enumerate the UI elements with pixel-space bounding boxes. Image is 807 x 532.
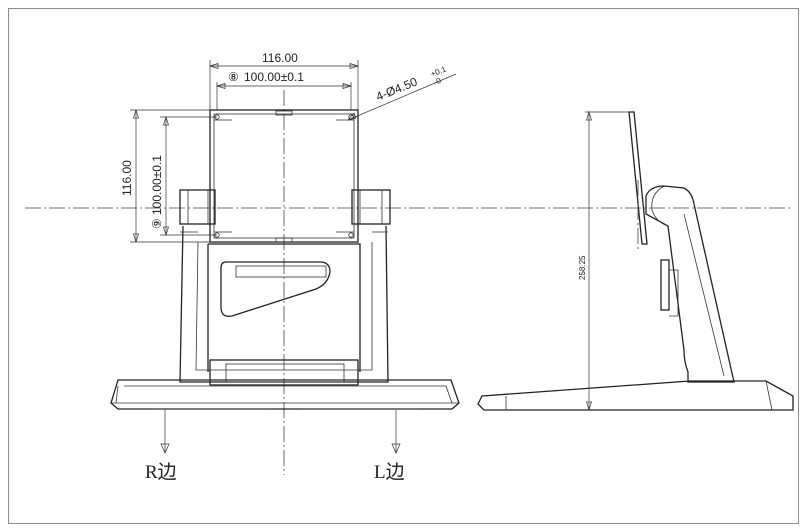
r-side-label: R边 — [145, 461, 177, 483]
hole-tol-lower: -0 — [432, 76, 442, 87]
side-view — [477, 111, 794, 411]
hinge-left — [179, 189, 216, 225]
stand-cutout — [220, 261, 331, 317]
dim-hole-h-text: 100.00±0.1 — [244, 70, 304, 84]
dim-hole-h-marker: ⑧ — [228, 70, 239, 84]
dimension-hole-spacing-h: ⑧ 100.00±0.1 — [215, 70, 353, 110]
front-base — [110, 379, 460, 410]
dimension-hole-spacing-v: 100.00±0.1 ⑨ — [150, 115, 217, 237]
vesa-mount-plate — [209, 109, 359, 243]
dim-side-height-text: 258.25 — [578, 255, 587, 280]
mount-hole — [348, 232, 354, 238]
side-base — [477, 380, 794, 411]
dim-hole-v-marker: ⑨ — [150, 218, 164, 229]
l-side-label: L边 — [374, 461, 405, 483]
cable-clip — [660, 259, 670, 311]
dim-top-width-text: 116.00 — [262, 51, 298, 65]
side-arm — [645, 185, 735, 383]
drawing-frame — [8, 8, 799, 524]
hinge-right — [351, 189, 391, 225]
dim-hole-v-text: 100.00±0.1 — [150, 155, 164, 215]
dim-left-height-text: 116.00 — [120, 160, 134, 196]
dimension-left-height: 116.00 — [120, 108, 210, 244]
front-view: R边 L边 — [25, 90, 790, 483]
dimension-side-height: 258.25 — [578, 110, 630, 412]
dimension-top-width: 116.00 — [208, 51, 360, 110]
hole-callout: 4-Ø4.50 +0.1 -0 — [347, 64, 457, 121]
